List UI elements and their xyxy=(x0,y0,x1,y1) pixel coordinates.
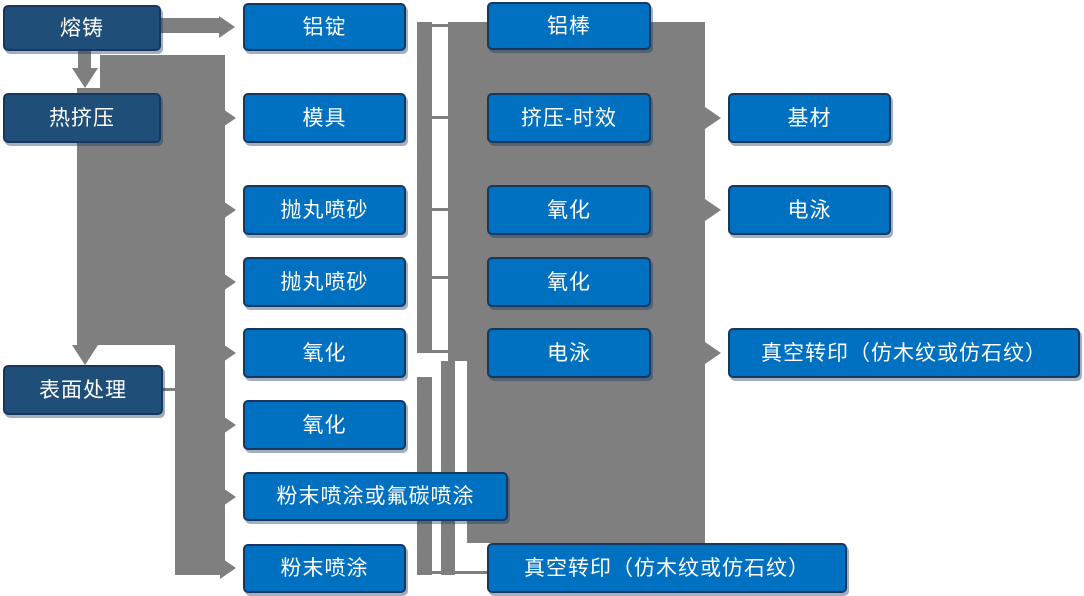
connector-bar-upper xyxy=(417,22,432,353)
node-label: 熔铸 xyxy=(60,16,104,40)
node-electrophoresis-2: 电泳 xyxy=(728,185,891,235)
node-extrusion-aging: 挤压-时效 xyxy=(487,93,651,143)
connector-row-link xyxy=(432,116,448,119)
node-substrate: 基材 xyxy=(728,93,891,143)
node-shot-blasting-1: 抛丸喷砂 xyxy=(243,185,406,235)
node-label: 电泳 xyxy=(547,341,591,365)
node-label: 氧化 xyxy=(302,341,347,365)
node-label: 抛丸喷砂 xyxy=(280,198,369,222)
connector-surface-treatment-link xyxy=(163,388,175,391)
arrowhead-right-icon xyxy=(219,16,235,38)
node-label: 电泳 xyxy=(787,198,832,222)
node-label: 挤压-时效 xyxy=(521,106,617,130)
node-aluminium-ingot: 铝锭 xyxy=(243,3,406,51)
node-label: 铝锭 xyxy=(302,15,347,39)
connector-bottom-link xyxy=(432,571,488,574)
node-label: 氧化 xyxy=(547,198,591,222)
arrowhead-right-icon xyxy=(705,107,721,129)
node-label: 表面处理 xyxy=(39,378,127,402)
node-vacuum-transfer-printing-1: 真空转印（仿木纹或仿石纹） xyxy=(487,543,847,593)
node-label: 抛丸喷砂 xyxy=(280,270,369,294)
node-shot-blasting-2: 抛丸喷砂 xyxy=(243,257,406,307)
node-vacuum-transfer-printing-2: 真空转印（仿木纹或仿石纹） xyxy=(728,328,1080,378)
arrowhead-right-icon xyxy=(220,271,236,293)
connector-row-link xyxy=(432,276,448,279)
node-label: 粉末喷涂或氟碳喷涂 xyxy=(276,485,475,508)
node-oxidation-1: 氧化 xyxy=(243,328,406,378)
node-label: 基材 xyxy=(787,106,832,130)
node-label: 真空转印（仿木纹或仿石纹） xyxy=(761,341,1047,365)
connector-row-link xyxy=(432,208,448,211)
node-hot-extrusion: 热挤压 xyxy=(3,93,161,143)
node-oxidation-2: 氧化 xyxy=(243,400,406,450)
node-powder-coating: 粉末喷涂 xyxy=(243,544,406,593)
arrowhead-right-icon xyxy=(705,342,721,364)
node-label: 氧化 xyxy=(547,270,591,294)
arrowhead-down-icon xyxy=(72,68,98,88)
arrowhead-right-icon xyxy=(220,199,236,221)
node-oxidation-3: 氧化 xyxy=(487,185,651,235)
connector-bar-lower-2 xyxy=(441,361,455,575)
node-surface-treatment: 表面处理 xyxy=(3,365,163,415)
connector-band-surface-routes xyxy=(175,345,225,575)
node-label: 氧化 xyxy=(302,413,347,437)
arrowhead-down-icon xyxy=(72,345,98,365)
connector-row-link xyxy=(432,350,448,353)
arrowhead-right-icon xyxy=(220,414,236,436)
node-oxidation-4: 氧化 xyxy=(487,257,651,307)
node-powder-or-fluorocarbon-coating: 粉末喷涂或氟碳喷涂 xyxy=(243,472,508,521)
node-label: 模具 xyxy=(302,106,347,130)
node-label: 真空转印（仿木纹或仿石纹） xyxy=(524,556,810,580)
node-label: 热挤压 xyxy=(49,106,115,130)
node-label: 粉末喷涂 xyxy=(280,557,369,580)
connector-row-link xyxy=(432,24,448,27)
node-mold: 模具 xyxy=(243,93,406,143)
arrowhead-right-icon xyxy=(220,557,236,579)
node-melting: 熔铸 xyxy=(3,5,161,51)
node-label: 铝棒 xyxy=(547,14,591,38)
connector-melting-to-ingot xyxy=(160,18,222,33)
arrowhead-right-icon xyxy=(220,486,236,508)
arrowhead-right-icon xyxy=(220,342,236,364)
arrowhead-right-icon xyxy=(220,107,236,129)
node-electrophoresis-1: 电泳 xyxy=(487,328,651,378)
arrowhead-right-icon xyxy=(705,199,721,221)
connector-melting-to-hot-extrusion xyxy=(78,48,91,70)
node-aluminium-rod: 铝棒 xyxy=(487,2,651,50)
connector-block-left-top xyxy=(100,55,225,90)
